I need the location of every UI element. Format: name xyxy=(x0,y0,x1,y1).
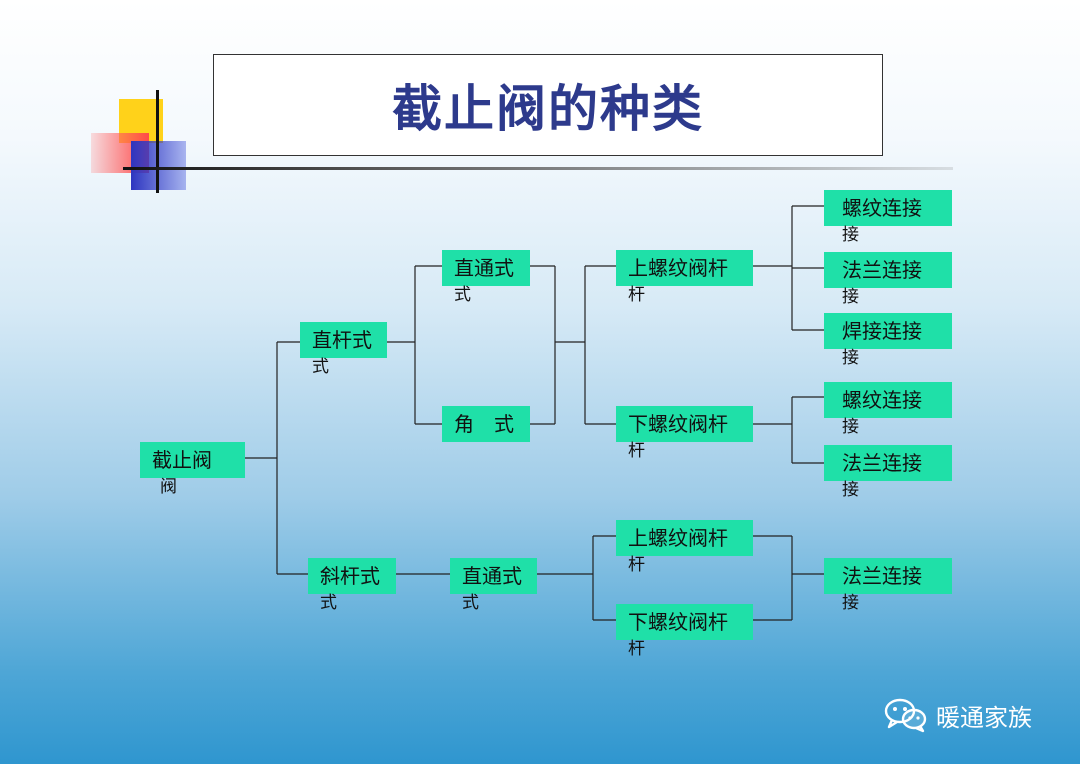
title-box: 截止阀的种类 xyxy=(213,54,883,156)
node-root-overflow: 阀 xyxy=(160,477,177,497)
node-straight-stem-overflow: 式 xyxy=(312,357,329,377)
node-oblique-stem-overflow: 式 xyxy=(320,593,337,613)
node-conn-thread-1-overflow: 接 xyxy=(842,225,859,245)
vertical-line-decoration xyxy=(156,90,159,193)
node-lower-thread-1: 下螺纹阀杆 xyxy=(616,406,753,442)
node-straight-through-1: 直通式 xyxy=(442,250,530,286)
node-lower-thread-1-overflow: 杆 xyxy=(628,441,645,461)
node-conn-weld-1: 焊接连接 xyxy=(824,313,952,349)
node-straight-through-2-overflow: 式 xyxy=(462,593,479,613)
node-conn-flange-3: 法兰连接 xyxy=(824,558,952,594)
node-conn-flange-2: 法兰连接 xyxy=(824,445,952,481)
node-upper-thread-2-overflow: 杆 xyxy=(628,555,645,575)
node-conn-thread-2: 螺纹连接 xyxy=(824,382,952,418)
node-straight-through-2: 直通式 xyxy=(450,558,537,594)
wechat-icon xyxy=(884,698,927,733)
node-lower-thread-2-overflow: 杆 xyxy=(628,639,645,659)
node-conn-thread-1: 螺纹连接 xyxy=(824,190,952,226)
node-conn-flange-2-overflow: 接 xyxy=(842,480,859,500)
node-straight-stem: 直杆式 xyxy=(300,322,387,358)
node-oblique-stem: 斜杆式 xyxy=(308,558,396,594)
node-conn-thread-2-overflow: 接 xyxy=(842,417,859,437)
node-upper-thread-1: 上螺纹阀杆 xyxy=(616,250,753,286)
node-conn-flange-1: 法兰连接 xyxy=(824,252,952,288)
node-angle: 角 式 xyxy=(442,406,530,442)
watermark: 暖通家族 xyxy=(884,697,1032,733)
node-straight-through-1-overflow: 式 xyxy=(454,285,471,305)
watermark-text: 暖通家族 xyxy=(936,703,1032,732)
node-upper-thread-1-overflow: 杆 xyxy=(628,285,645,305)
node-conn-flange-3-overflow: 接 xyxy=(842,593,859,613)
node-conn-weld-1-overflow: 接 xyxy=(842,348,859,368)
node-root: 截止阀 xyxy=(140,442,245,478)
horizontal-line-decoration xyxy=(123,167,953,170)
node-upper-thread-2: 上螺纹阀杆 xyxy=(616,520,753,556)
node-conn-flange-1-overflow: 接 xyxy=(842,287,859,307)
node-lower-thread-2: 下螺纹阀杆 xyxy=(616,604,753,640)
page-title: 截止阀的种类 xyxy=(392,79,704,138)
